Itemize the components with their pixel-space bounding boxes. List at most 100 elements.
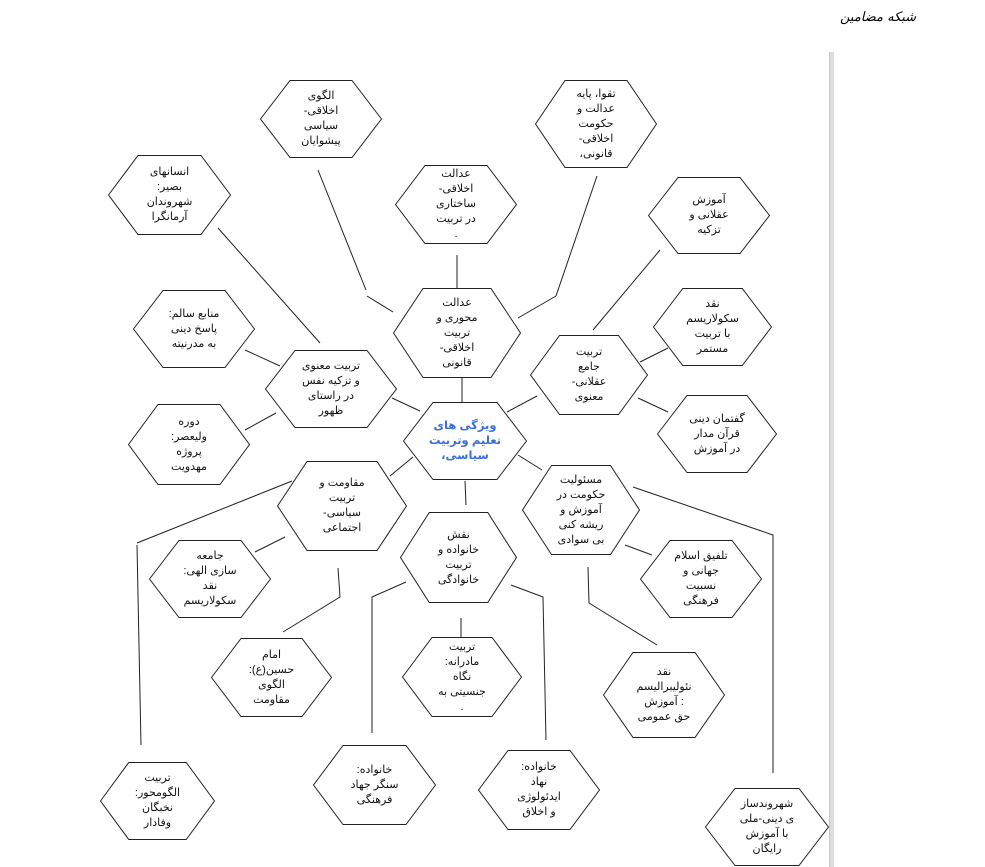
concept-node-family-institution: خانواده: نهاد ایدئولوژی و اخلاق — [477, 750, 601, 830]
concept-node-rational-education: آموزش عقلانی و تزکیه — [647, 177, 771, 254]
node-label: تربیت الگومحور: نخبگان وفادار — [134, 772, 181, 829]
central-theme-node: ویژگی های تعلیم وتربیت سیاسی، — [402, 402, 528, 480]
concept-node-insightful-citizens: انسانهای بصیر: شهروندان آرمانگرا — [107, 155, 232, 235]
hexagon-outline — [529, 335, 649, 415]
hexagon-outline — [392, 288, 522, 378]
connector — [389, 456, 414, 477]
vertical-scrollbar[interactable] — [829, 52, 834, 867]
connector — [244, 412, 277, 431]
connector — [506, 395, 538, 413]
connector — [624, 544, 653, 556]
node-label: عدالت محوری و تربیت اخلاقی- قانونی — [436, 296, 478, 369]
hexagon-outline — [402, 402, 528, 480]
node-label: انسانهای بصیر: شهروندان آرمانگرا — [146, 166, 193, 223]
concept-node-global-islam: تلفیق اسلام جهانی و نسبیت فرهنگی — [639, 540, 763, 618]
connector — [555, 175, 598, 297]
hexagon-shape — [264, 350, 398, 428]
hexagon-shape — [392, 288, 522, 378]
connector — [517, 454, 543, 471]
hexagon-shape — [399, 512, 518, 603]
node-label: خانواده: نهاد ایدئولوژی و اخلاق — [517, 761, 561, 818]
connector — [136, 480, 293, 544]
hexagon-shape — [704, 788, 830, 866]
concept-node-piety: تقوا، پایه عدالت و حکومت اخلاقی- قانونی، — [534, 80, 658, 168]
node-label: مسئولیت حکومت در آموزش و ریشه کنی بی سوا… — [556, 473, 606, 546]
hexagon-shape — [148, 540, 272, 618]
connector — [637, 397, 669, 413]
node-label: خانواده: سنگر جهاد فرهنگی — [350, 763, 399, 806]
concept-node-resistance: مقاومت و تربیت سیاسی- اجتماعی — [276, 461, 408, 551]
hexagon-outline — [647, 177, 771, 254]
hexagon-outline — [394, 165, 518, 244]
node-label: الگوی اخلاقی- سیاسی پیشوایان — [301, 90, 341, 147]
concept-node-family-cultural-front: خانواده: سنگر جهاد فرهنگی — [312, 745, 437, 825]
hexagon-outline — [264, 350, 398, 428]
concept-node-divine-society: جامعه سازی الهی: نقد سکولاریسم — [148, 540, 272, 618]
concept-node-healthy-sources: منابع سالم: پاسخ دینی به مدرنیته — [132, 290, 256, 368]
connector — [587, 566, 658, 646]
concept-node-maternal-education: تربیت مادرانه: نگاه جنسیتی به . — [401, 637, 523, 717]
concept-node-elite-education: تربیت الگومحور: نخبگان وفادار — [99, 762, 216, 840]
node-label: تلفیق اسلام جهانی و نسبیت فرهنگی — [674, 550, 728, 607]
concept-node-government-responsibility: مسئولیت حکومت در آموزش و ریشه کنی بی سوا… — [521, 465, 641, 555]
hexagon-shape — [534, 80, 658, 168]
hexagon-outline — [534, 80, 658, 168]
hexagon-outline — [127, 404, 251, 485]
hexagon-shape — [259, 80, 383, 158]
connector — [217, 227, 321, 344]
connector — [639, 347, 669, 363]
hexagon-shape — [529, 335, 649, 415]
concept-node-leaders-model: الگوی اخلاقی- سیاسی پیشوایان — [259, 80, 383, 158]
hexagon-outline — [259, 80, 383, 158]
hexagon-shape — [656, 395, 778, 473]
hexagon-shape — [99, 762, 216, 840]
node-label: دوره ولیعصر: پروژه مهدویت — [171, 415, 207, 473]
central-theme-label: ویژگی های تعلیم وتربیت سیاسی، — [428, 419, 502, 462]
hexagon-outline — [401, 637, 523, 717]
connector — [510, 584, 547, 741]
hexagon-outline — [276, 461, 408, 551]
hexagon-shape — [647, 177, 771, 254]
hexagon-outline — [399, 512, 518, 603]
hexagon-shape — [602, 652, 726, 738]
hexagon-outline — [210, 638, 333, 717]
connector — [464, 480, 467, 506]
node-label: تربیت مادرانه: نگاه جنسیتی به . — [438, 640, 486, 713]
node-label: منابع سالم: پاسخ دینی به مدرنیته — [168, 307, 220, 350]
hexagon-outline — [99, 762, 216, 840]
hexagon-outline — [639, 540, 763, 618]
hexagon-shape — [394, 165, 518, 244]
node-label: نقش خانواده و تربیت خانوادگی — [437, 528, 480, 586]
hexagon-shape — [132, 290, 256, 368]
hexagon-outline — [656, 395, 778, 473]
hexagon-shape — [276, 461, 408, 551]
node-label: گفتمان دینی قرآن مدار در آموزش — [689, 412, 745, 455]
connector — [517, 295, 557, 319]
hexagon-outline — [132, 290, 256, 368]
hexagon-shape — [107, 155, 232, 235]
node-label: تربیت جامع عقلانی- معنوی — [571, 346, 607, 403]
node-label: مقاومت و تربیت سیاسی- اجتماعی — [319, 477, 365, 534]
concept-node-imam-hussein: امام حسین(ع): الگوی مقاومت — [210, 638, 333, 717]
hexagon-outline — [312, 745, 437, 825]
node-label: تربیت معنوی و تزکیه نفس در راستای ظهور — [301, 360, 361, 417]
node-label: امام حسین(ع): الگوی مقاومت — [248, 648, 295, 706]
concept-node-mahdism: دوره ولیعصر: پروژه مهدویت — [127, 404, 251, 485]
concept-node-justice-centered: عدالت محوری و تربیت اخلاقی- قانونی — [392, 288, 522, 378]
node-label: عدالت اخلاقی- ساختاری در تربیت . — [436, 168, 476, 240]
hexagon-shape — [127, 404, 251, 485]
hexagon-shape — [401, 637, 523, 717]
node-label: نقد سکولاریسم با تربیت مستمر — [686, 298, 739, 355]
connector — [282, 567, 341, 633]
node-label: نقد نئولیبرالیسم : آموزش حق عمومی — [636, 666, 692, 723]
node-label: جامعه سازی الهی: نقد سکولاریسم — [183, 550, 237, 607]
concept-node-comprehensive-education: تربیت جامع عقلانی- معنوی — [529, 335, 649, 415]
concept-node-spiritual-education: تربیت معنوی و تزکیه نفس در راستای ظهور — [264, 350, 398, 428]
concept-node-family-role: نقش خانواده و تربیت خانوادگی — [399, 512, 518, 603]
hexagon-shape — [521, 465, 641, 555]
node-label: شهروندساز ی دینی-ملی با آموزش رایگان — [739, 798, 795, 855]
concept-node-neoliberalism-critique: نقد نئولیبرالیسم : آموزش حق عمومی — [602, 652, 726, 738]
connector — [592, 249, 661, 331]
connector — [254, 536, 286, 553]
hexagon-outline — [477, 750, 601, 830]
